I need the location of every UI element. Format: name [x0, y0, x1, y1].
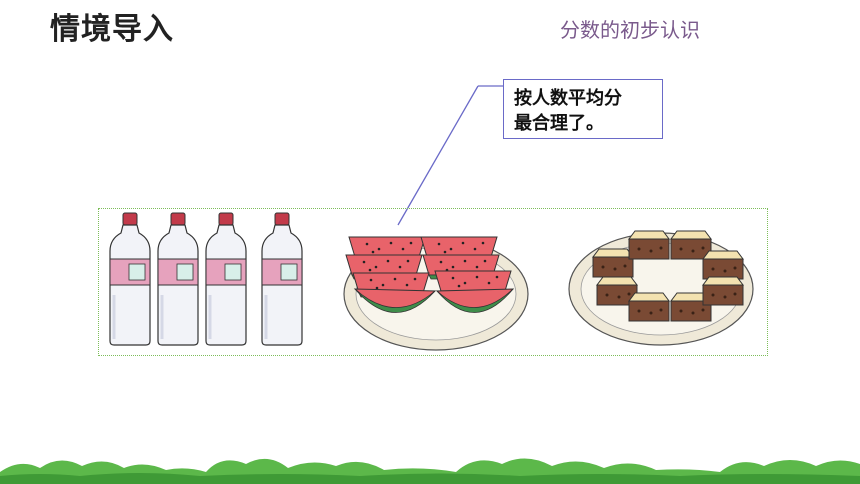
water-bottle-icon [204, 211, 248, 347]
watermelon-plate [343, 236, 529, 351]
mooncake-piece-icon [702, 250, 744, 280]
mooncake-piece-icon [628, 292, 670, 322]
lesson-subtitle: 分数的初步认识 [560, 18, 700, 42]
water-bottle-icon [260, 211, 304, 347]
water-bottle-icon [108, 211, 152, 347]
water-bottles-group [108, 211, 304, 347]
grass-border [0, 458, 860, 484]
speech-line-2: 最合理了。 [514, 113, 604, 134]
illustration-frame [98, 208, 768, 356]
mooncake-piece-icon [670, 230, 712, 260]
page-title: 情境导入 [50, 12, 174, 47]
mooncake-piece-icon [702, 276, 744, 306]
watermelon-rind [354, 288, 436, 313]
watermelon-rind [436, 288, 514, 313]
illustration-canvas [108, 211, 754, 351]
water-bottle-icon [156, 211, 200, 347]
mooncake-piece-icon [628, 230, 670, 260]
mooncake-piece-icon [592, 248, 634, 278]
speech-bubble: 按人数平均分 最合理了。 [503, 79, 663, 139]
mooncake-plate [568, 230, 754, 346]
speech-line-1: 按人数平均分 [514, 88, 622, 109]
